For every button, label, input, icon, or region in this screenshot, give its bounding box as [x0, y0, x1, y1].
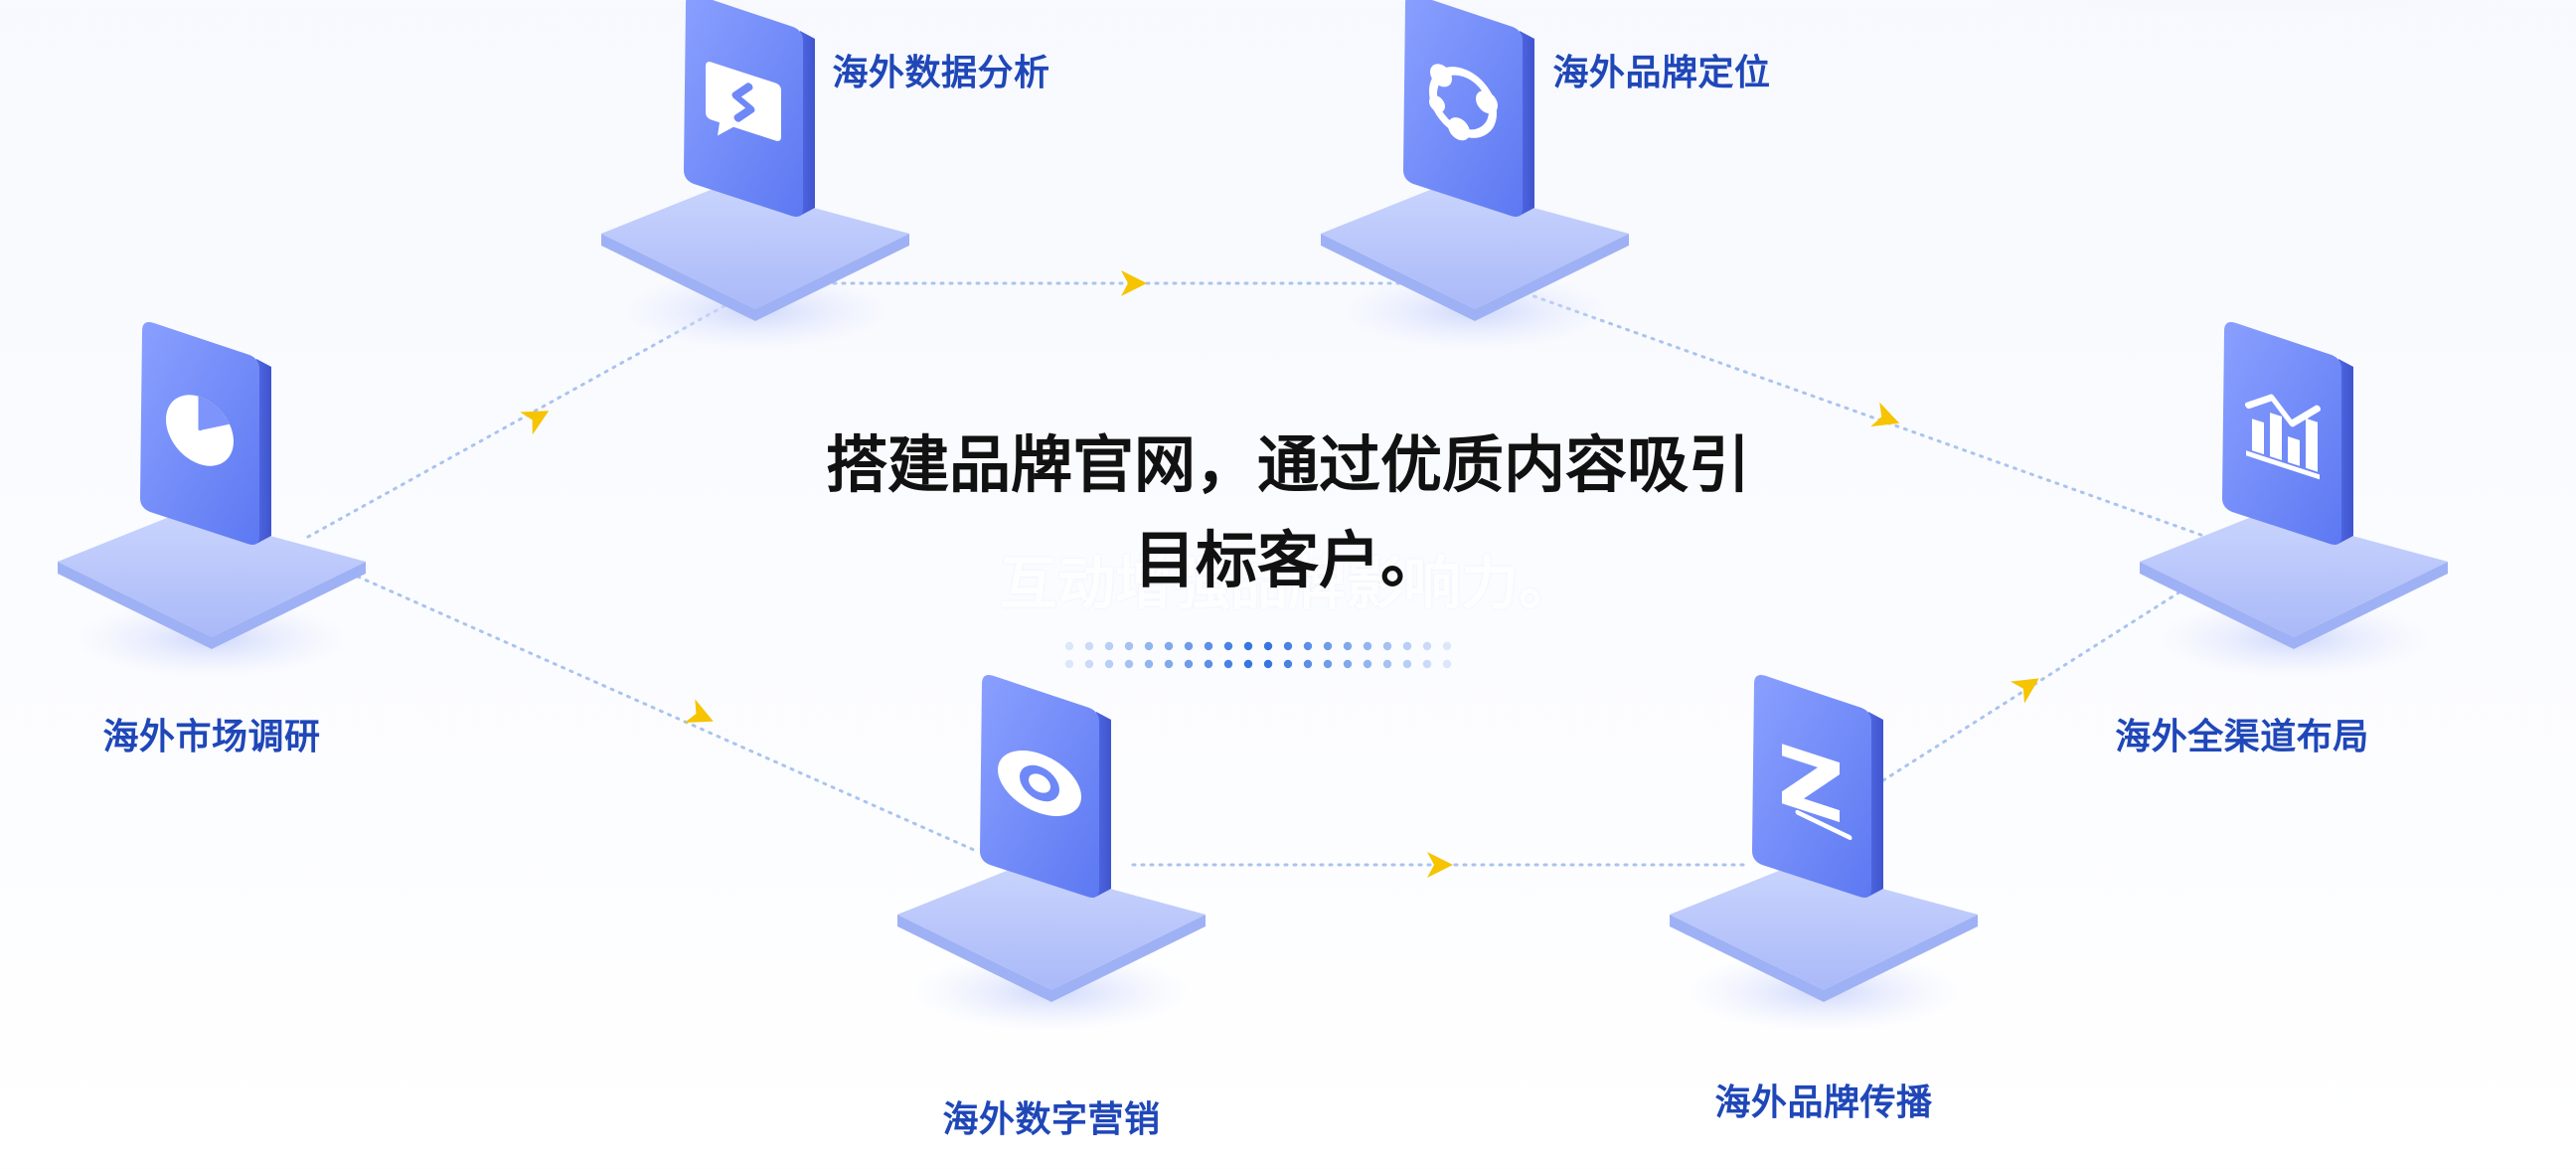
eye-icon [998, 751, 1081, 816]
decor-dot [1382, 641, 1392, 651]
node-tile [2222, 322, 2353, 545]
chat-arrow-icon [706, 62, 781, 141]
node-tile [1752, 675, 1883, 898]
decor-dot [1184, 659, 1194, 669]
decor-dot [1303, 641, 1313, 651]
decor-dot [1363, 641, 1372, 651]
decor-dot [1084, 659, 1094, 669]
decor-dot [1422, 659, 1432, 669]
decor-dot [1442, 641, 1452, 651]
bar-chart-icon [2245, 394, 2321, 480]
decor-dot [1104, 659, 1114, 669]
decor-dot [1164, 659, 1174, 669]
decor-dot [1243, 659, 1253, 669]
decor-dot [1243, 641, 1253, 651]
network-icon [1429, 64, 1498, 141]
node-market-research [58, 322, 366, 679]
node-base [897, 865, 1206, 990]
decor-dot [1204, 659, 1213, 669]
node-tile [980, 675, 1111, 898]
decor-dot [1084, 641, 1094, 651]
decor-dot [1323, 641, 1333, 651]
node-brand-communication [1670, 675, 1978, 1032]
decor-dot [1064, 641, 1074, 651]
connector-line [1881, 580, 2198, 782]
decor-dot [1263, 641, 1273, 651]
decor-dot [1402, 641, 1412, 651]
decor-dot [1223, 659, 1233, 669]
label-omnichannel: 海外全渠道布局 [2115, 717, 2369, 757]
arrow-icon [1870, 402, 1900, 427]
connector-line [306, 281, 767, 539]
decor-dot [1283, 659, 1293, 669]
decor-dot [1382, 659, 1392, 669]
node-group [58, 0, 2448, 1032]
decor-dot [1124, 659, 1134, 669]
decor-dot [1164, 641, 1174, 651]
connector-line [1524, 291, 2208, 539]
decor-dot [1144, 659, 1154, 669]
node-tile [1403, 0, 1534, 217]
connector-lines [306, 281, 2208, 867]
decor-dot [1343, 641, 1353, 651]
decor-dot [1303, 659, 1313, 669]
decor-dot [1204, 641, 1213, 651]
label-brand-communication: 海外品牌传播 [1714, 1083, 1933, 1123]
decor-dot [1104, 641, 1114, 651]
decor-dot [1363, 659, 1372, 669]
label-brand-positioning: 海外品牌定位 [1552, 53, 1771, 93]
node-tile [684, 0, 815, 217]
pie-chart-icon [166, 395, 234, 466]
headline-block: 互动增强品牌影响力。 搭建品牌官网，通过优质内容吸引 目标客户。 [791, 418, 1785, 617]
decor-dot [1144, 641, 1154, 651]
arrow-icon [684, 699, 714, 723]
node-data-analysis [601, 0, 909, 351]
label-data-analysis: 海外数据分析 [832, 53, 1050, 93]
node-base [1670, 865, 1978, 990]
node-base [601, 184, 909, 309]
decor-dot [1064, 659, 1074, 669]
node-digital-marketing [897, 675, 1206, 1032]
decor-dot [1422, 641, 1432, 651]
decor-dot [1263, 659, 1273, 669]
decor-dot [1402, 659, 1412, 669]
arrow-icon [520, 411, 550, 435]
headline-line-1: 搭建品牌官网，通过优质内容吸引 [825, 428, 1750, 501]
decor-dot [1323, 659, 1333, 669]
connector-arrows [520, 270, 2039, 878]
node-base [2140, 512, 2448, 637]
decor-dot [1124, 641, 1134, 651]
node-base [1321, 184, 1629, 309]
arrow-icon [1121, 270, 1147, 296]
decor-dot [1343, 659, 1353, 669]
label-market-research: 海外市场调研 [102, 717, 321, 757]
headline-ghost-text: 互动增强品牌影响力。 [999, 550, 1576, 617]
node-tile [140, 322, 271, 545]
arrow-icon [2010, 678, 2039, 704]
node-base [58, 512, 366, 637]
z-logo-icon [1782, 744, 1852, 840]
decor-dot [1184, 641, 1194, 651]
decor-dot [1223, 641, 1233, 651]
node-omnichannel [2140, 322, 2448, 679]
decorative-dots [1064, 641, 1452, 669]
decor-dot [1442, 659, 1452, 669]
headline-line-2: 目标客户。 [1133, 524, 1442, 596]
decor-dot [1283, 641, 1293, 651]
arrow-icon [1427, 852, 1453, 878]
node-brand-positioning [1321, 0, 1629, 351]
label-digital-marketing: 海外数字营销 [942, 1099, 1161, 1140]
